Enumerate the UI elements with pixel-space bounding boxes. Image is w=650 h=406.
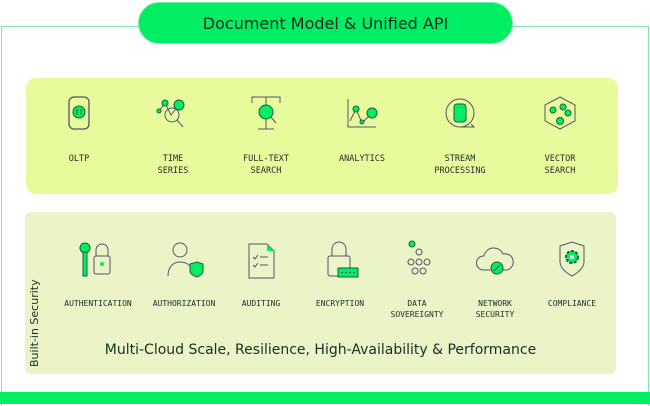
security-data-sovereignty: DATA SOVEREIGNTY bbox=[367, 240, 467, 319]
workload-vector-search: VECTOR SEARCH bbox=[510, 95, 610, 176]
security-label: COMPLIANCE bbox=[547, 299, 597, 308]
security-label: DATA SOVEREIGNTY bbox=[390, 299, 444, 319]
security-label: ENCRYPTION bbox=[315, 299, 365, 308]
document-icon bbox=[68, 96, 90, 130]
data-dots-icon bbox=[407, 240, 431, 275]
user-shield-icon bbox=[167, 242, 204, 278]
key-lock-icon bbox=[79, 242, 111, 277]
title-banner: Document Model & Unified API bbox=[138, 2, 513, 44]
workload-oltp: OLTP bbox=[29, 95, 129, 164]
workload-full-text-search: FULL-TEXT SEARCH bbox=[216, 95, 316, 176]
bottom-bar bbox=[0, 392, 650, 404]
security-label: NETWORK SECURITY bbox=[475, 299, 515, 319]
shield-gear-icon bbox=[559, 241, 585, 277]
stream-icon bbox=[445, 98, 476, 128]
checklist-icon bbox=[248, 243, 275, 279]
workload-label: STREAM PROCESSING bbox=[434, 154, 486, 176]
workload-stream-processing: STREAM PROCESSING bbox=[410, 95, 510, 176]
security-label: AUDITING bbox=[241, 299, 281, 308]
time-series-icon bbox=[156, 99, 185, 128]
lock-password-icon bbox=[327, 241, 359, 278]
vector-icon bbox=[544, 96, 576, 130]
cloud-icon bbox=[476, 247, 514, 275]
workload-label: ANALYTICS bbox=[338, 154, 386, 164]
security-authorization: AUTHORIZATION bbox=[134, 240, 234, 308]
workload-label: TIME SERIES bbox=[157, 154, 189, 176]
security-label: AUTHENTICATION bbox=[64, 299, 132, 308]
security-authentication: AUTHENTICATION bbox=[48, 240, 148, 308]
security-label: AUTHORIZATION bbox=[152, 299, 216, 308]
security-auditing: AUDITING bbox=[211, 240, 311, 308]
security-encryption: ENCRYPTION bbox=[290, 240, 390, 308]
security-compliance: COMPLIANCE bbox=[522, 240, 622, 308]
security-network-security: NETWORK SECURITY bbox=[445, 240, 545, 319]
workloads-panel: OLTP TIME SERIES FULL-TEXT SEARCH ANALYT… bbox=[26, 78, 618, 194]
workload-label: VECTOR SEARCH bbox=[544, 154, 576, 176]
workload-time-series: TIME SERIES bbox=[123, 95, 223, 176]
workload-analytics: ANALYTICS bbox=[312, 95, 412, 164]
analytics-icon bbox=[347, 99, 378, 128]
security-panel: Built-in Security AUTHENTICATION AUTHORI… bbox=[25, 212, 616, 374]
text-search-icon bbox=[251, 96, 281, 130]
workload-label: OLTP bbox=[68, 154, 90, 164]
workload-label: FULL-TEXT SEARCH bbox=[242, 154, 290, 176]
platform-footer-label: Multi-Cloud Scale, Resilience, High-Avai… bbox=[104, 342, 537, 358]
